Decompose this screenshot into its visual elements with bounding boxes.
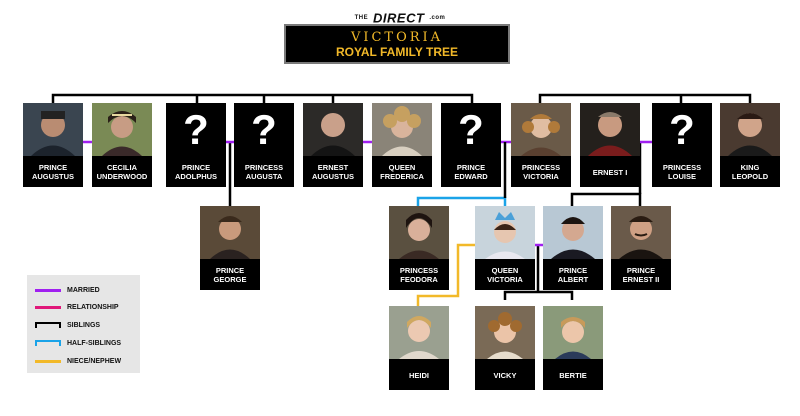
- title-line-2: ROYAL FAMILY TREE: [335, 45, 459, 59]
- unknown-portrait-icon: ?: [234, 103, 294, 156]
- name-line-2: ADOLPHUS: [174, 172, 218, 181]
- portrait-man-sideburns: [720, 103, 780, 156]
- portrait-girl-curls: [475, 306, 535, 359]
- name-line-1: CECILIA: [107, 163, 137, 172]
- name-line-1: PRINCE: [626, 266, 656, 275]
- name-line-1: ERNEST: [317, 163, 349, 172]
- name-line-1: PRINCESS: [521, 163, 561, 172]
- name-line-1: PRINCE: [456, 163, 486, 172]
- name-line-1: QUEEN: [491, 266, 519, 275]
- portrait-boy-blond: [543, 306, 603, 359]
- name-line-2: AUGUSTA: [245, 172, 283, 181]
- name-line-1: QUEEN: [388, 163, 416, 172]
- name-line-2: ERNEST II: [622, 275, 660, 284]
- card-vicky: VICKY: [475, 306, 535, 390]
- title-line-1: VICTORIA: [350, 30, 444, 45]
- portrait-queen-crown: [475, 206, 535, 259]
- name-line-1: ERNEST I: [592, 167, 628, 177]
- legend-swatch: [35, 359, 61, 363]
- portrait-woman-dark-hair: [389, 206, 449, 259]
- portrait-woman-curls: [372, 103, 432, 156]
- name-line-1: PRINCESS: [244, 163, 284, 172]
- legend-label: HALF-SIBLINGS: [67, 339, 122, 347]
- name-line-1: PRINCE: [38, 163, 68, 172]
- name-line-2: FEODORA: [400, 275, 438, 284]
- legend: MARRIED RELATIONSHIP SIBLINGS HALF-SIBLI…: [27, 275, 140, 373]
- unknown-portrait-icon: ?: [166, 103, 226, 156]
- name-line-2: AUGUSTUS: [31, 172, 75, 181]
- portrait-man-dark-coat: [23, 103, 83, 156]
- legend-label: SIBLINGS: [67, 321, 101, 329]
- name-line-2: FREDERICA: [380, 172, 424, 181]
- portrait-woman-blonde: [389, 306, 449, 359]
- portrait-man-dark-hair: [543, 206, 603, 259]
- legend-label: MARRIED: [67, 286, 100, 294]
- title-banner: VICTORIA ROYAL FAMILY TREE: [284, 24, 510, 64]
- name-line-1: PRINCESS: [662, 163, 702, 172]
- logo-prefix: THE: [354, 14, 369, 21]
- name-line-1: VICKY: [493, 370, 517, 380]
- card-ernest-i: ERNEST I: [580, 103, 640, 187]
- name-line-2: LEOPOLD: [731, 172, 769, 181]
- legend-label: NIECE/NEPHEW: [67, 357, 122, 365]
- name-line-1: PRINCE: [181, 163, 211, 172]
- unknown-portrait-icon: ?: [652, 103, 712, 156]
- name-line-2: GEORGE: [213, 275, 247, 284]
- portrait-woman-ringlets: [511, 103, 571, 156]
- portrait-bald-man: [303, 103, 363, 156]
- legend-swatch: [35, 340, 61, 346]
- legend-label: RELATIONSHIP: [67, 303, 119, 311]
- unknown-portrait-icon: ?: [441, 103, 501, 156]
- name-line-1: PRINCESS: [399, 266, 439, 275]
- portrait-young-man: [200, 206, 260, 259]
- brand-logo: THE DIRECT .com: [0, 9, 800, 27]
- name-line-2: ALBERT: [557, 275, 589, 284]
- legend-item-relationship: RELATIONSHIP: [35, 302, 119, 312]
- name-line-1: PRINCE: [558, 266, 588, 275]
- name-line-2: UNDERWOOD: [96, 172, 148, 181]
- name-line-1: KING: [740, 163, 760, 172]
- legend-item-married: MARRIED: [35, 285, 100, 295]
- legend-item-siblings: SIBLINGS: [35, 320, 100, 330]
- portrait-man-uniform: [580, 103, 640, 156]
- portrait-woman-tiara: [92, 103, 152, 156]
- portrait-man-mustache: [611, 206, 671, 259]
- logo-brand: DIRECT: [373, 10, 425, 26]
- legend-item-niece-nephew: NIECE/NEPHEW: [35, 356, 121, 366]
- name-line-1: HEIDI: [408, 370, 429, 380]
- name-line-2: VICTORIA: [487, 275, 523, 284]
- card-bertie: BERTIE: [543, 306, 603, 390]
- logo-suffix: .com: [429, 14, 446, 21]
- legend-swatch: [35, 288, 61, 292]
- name-line-2: AUGUSTUS: [311, 172, 355, 181]
- name-line-2: EDWARD: [454, 172, 488, 181]
- name-line-1: BERTIE: [559, 370, 587, 380]
- name-line-1: PRINCE: [215, 266, 245, 275]
- legend-swatch: [35, 305, 61, 309]
- name-line-2: LOUISE: [668, 172, 696, 181]
- legend-item-half-siblings: HALF-SIBLINGS: [35, 338, 121, 348]
- legend-swatch: [35, 322, 61, 328]
- name-line-2: VICTORIA: [523, 172, 559, 181]
- card-heidi: HEIDI: [389, 306, 449, 390]
